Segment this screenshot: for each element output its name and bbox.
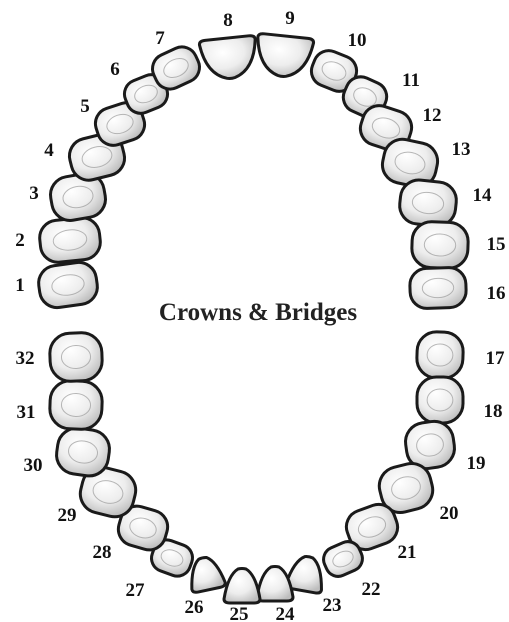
tooth-30-label: 30 — [24, 455, 43, 476]
tooth-8[interactable]: 8 — [199, 10, 259, 81]
tooth-9-label: 9 — [285, 8, 295, 29]
tooth-30-crown[interactable] — [54, 426, 112, 479]
tooth-21-label: 21 — [398, 542, 417, 563]
tooth-14[interactable]: 14 — [398, 178, 492, 228]
tooth-12-label: 12 — [423, 105, 442, 126]
tooth-19-label: 19 — [467, 453, 486, 474]
tooth-8-label: 8 — [223, 10, 233, 31]
tooth-16-label: 16 — [487, 283, 506, 304]
tooth-14-crown[interactable] — [398, 178, 458, 228]
tooth-13-label: 13 — [452, 139, 471, 160]
tooth-6-label: 6 — [110, 59, 120, 80]
tooth-2[interactable]: 2 — [15, 216, 102, 264]
tooth-16-crown[interactable] — [409, 267, 466, 309]
tooth-29-label: 29 — [58, 505, 77, 526]
tooth-31-label: 31 — [17, 402, 36, 423]
tooth-5-label: 5 — [80, 96, 90, 117]
tooth-15-label: 15 — [487, 234, 506, 255]
tooth-18[interactable]: 18 — [417, 377, 503, 423]
tooth-10-label: 10 — [348, 30, 367, 51]
tooth-18-label: 18 — [484, 401, 503, 422]
tooth-15[interactable]: 15 — [411, 221, 505, 269]
tooth-28-label: 28 — [93, 542, 112, 563]
tooth-3-label: 3 — [29, 183, 39, 204]
tooth-32-label: 32 — [16, 348, 35, 369]
tooth-1-crown[interactable] — [36, 260, 99, 310]
tooth-32-crown[interactable] — [49, 332, 103, 382]
tooth-23-label: 23 — [323, 595, 342, 616]
tooth-31-crown[interactable] — [49, 380, 103, 430]
tooth-8-crown[interactable] — [199, 35, 259, 81]
tooth-17[interactable]: 17 — [416, 331, 505, 379]
tooth-15-crown[interactable] — [411, 221, 469, 269]
tooth-25[interactable]: 25 — [224, 569, 260, 622]
tooth-2-label: 2 — [15, 230, 25, 251]
tooth-18-crown[interactable] — [417, 377, 463, 423]
tooth-2-crown[interactable] — [38, 216, 102, 264]
tooth-27-label: 27 — [126, 580, 146, 601]
tooth-4-label: 4 — [44, 140, 54, 161]
tooth-25-label: 25 — [230, 604, 249, 622]
tooth-14-label: 14 — [473, 185, 493, 206]
tooth-17-label: 17 — [486, 348, 506, 369]
chart-title: Crowns & Bridges — [159, 299, 357, 326]
tooth-25-crown[interactable] — [224, 569, 260, 604]
tooth-20-label: 20 — [440, 503, 459, 524]
tooth-26-label: 26 — [185, 597, 204, 618]
tooth-31[interactable]: 31 — [17, 380, 103, 430]
tooth-24-crown[interactable] — [257, 567, 293, 602]
tooth-16[interactable]: 16 — [409, 267, 505, 309]
tooth-9[interactable]: 9 — [254, 8, 314, 79]
tooth-30[interactable]: 30 — [24, 426, 112, 479]
tooth-22-label: 22 — [362, 579, 381, 600]
tooth-1-label: 1 — [15, 275, 25, 296]
tooth-24-label: 24 — [276, 604, 296, 622]
tooth-7-label: 7 — [155, 28, 165, 49]
tooth-32[interactable]: 32 — [16, 332, 103, 382]
tooth-11-label: 11 — [402, 70, 420, 91]
tooth-9-crown[interactable] — [254, 33, 314, 79]
tooth-17-crown[interactable] — [416, 331, 464, 379]
tooth-1[interactable]: 1 — [15, 260, 99, 310]
